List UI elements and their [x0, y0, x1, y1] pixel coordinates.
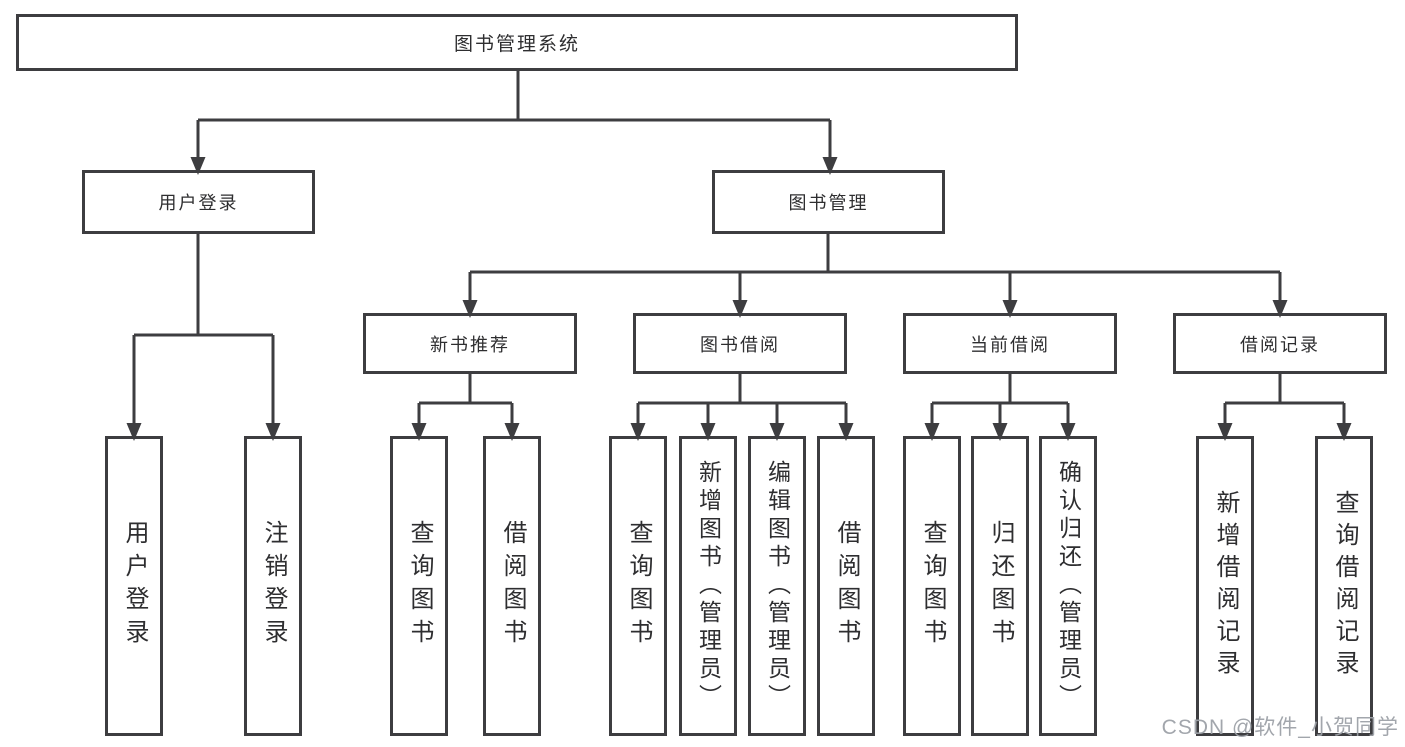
node-book-management: 图书管理	[712, 170, 945, 234]
node-query-books-current: 查询图书	[903, 436, 961, 736]
node-label: 借阅图书	[833, 520, 860, 652]
node-label: 当前借阅	[970, 334, 1050, 355]
node-label: 确认归还（管理员）	[1055, 460, 1082, 712]
node-label: 查询图书	[625, 520, 652, 652]
node-label: 归还图书	[987, 520, 1014, 652]
node-edit-books-admin: 编辑图书（管理员）	[748, 436, 806, 736]
node-query-borrow-record: 查询借阅记录	[1315, 436, 1373, 736]
node-label: 图书管理	[788, 193, 869, 213]
node-label: 查询图书	[406, 520, 433, 652]
node-return-books: 归还图书	[971, 436, 1029, 736]
node-new-book-recommend: 新书推荐	[363, 313, 577, 374]
node-book-borrowing: 图书借阅	[633, 313, 847, 374]
node-label: 编辑图书（管理员）	[764, 460, 791, 712]
node-label: 查询借阅记录	[1331, 490, 1358, 682]
node-borrow-books-borrow: 借阅图书	[817, 436, 875, 736]
node-label: 新增借阅记录	[1212, 490, 1239, 682]
node-label: 图书借阅	[700, 334, 780, 355]
node-borrow-records: 借阅记录	[1173, 313, 1387, 374]
node-label: 用户登录	[121, 520, 148, 652]
node-user-login: 用户登录	[105, 436, 163, 736]
node-query-books-borrow: 查询图书	[609, 436, 667, 736]
node-label: 查询图书	[919, 520, 946, 652]
node-confirm-return-admin: 确认归还（管理员）	[1039, 436, 1097, 736]
node-label: 用户登录	[158, 193, 239, 213]
node-borrow-books-recommend: 借阅图书	[483, 436, 541, 736]
node-add-borrow-record: 新增借阅记录	[1196, 436, 1254, 736]
node-label: 借阅图书	[499, 520, 526, 652]
node-label: 新增图书（管理员）	[695, 460, 722, 712]
node-library-system: 图书管理系统	[16, 14, 1018, 71]
node-label: 借阅记录	[1240, 334, 1320, 355]
node-label: 新书推荐	[430, 334, 510, 355]
watermark: CSDN @软件_小贺同学	[1161, 716, 1399, 739]
node-user-login-branch: 用户登录	[82, 170, 315, 234]
node-add-books-admin: 新增图书（管理员）	[679, 436, 737, 736]
node-query-books-recommend: 查询图书	[390, 436, 448, 736]
node-current-borrowing: 当前借阅	[903, 313, 1117, 374]
node-label: 注销登录	[260, 520, 287, 652]
node-label: 图书管理系统	[453, 34, 580, 55]
node-logout: 注销登录	[244, 436, 302, 736]
